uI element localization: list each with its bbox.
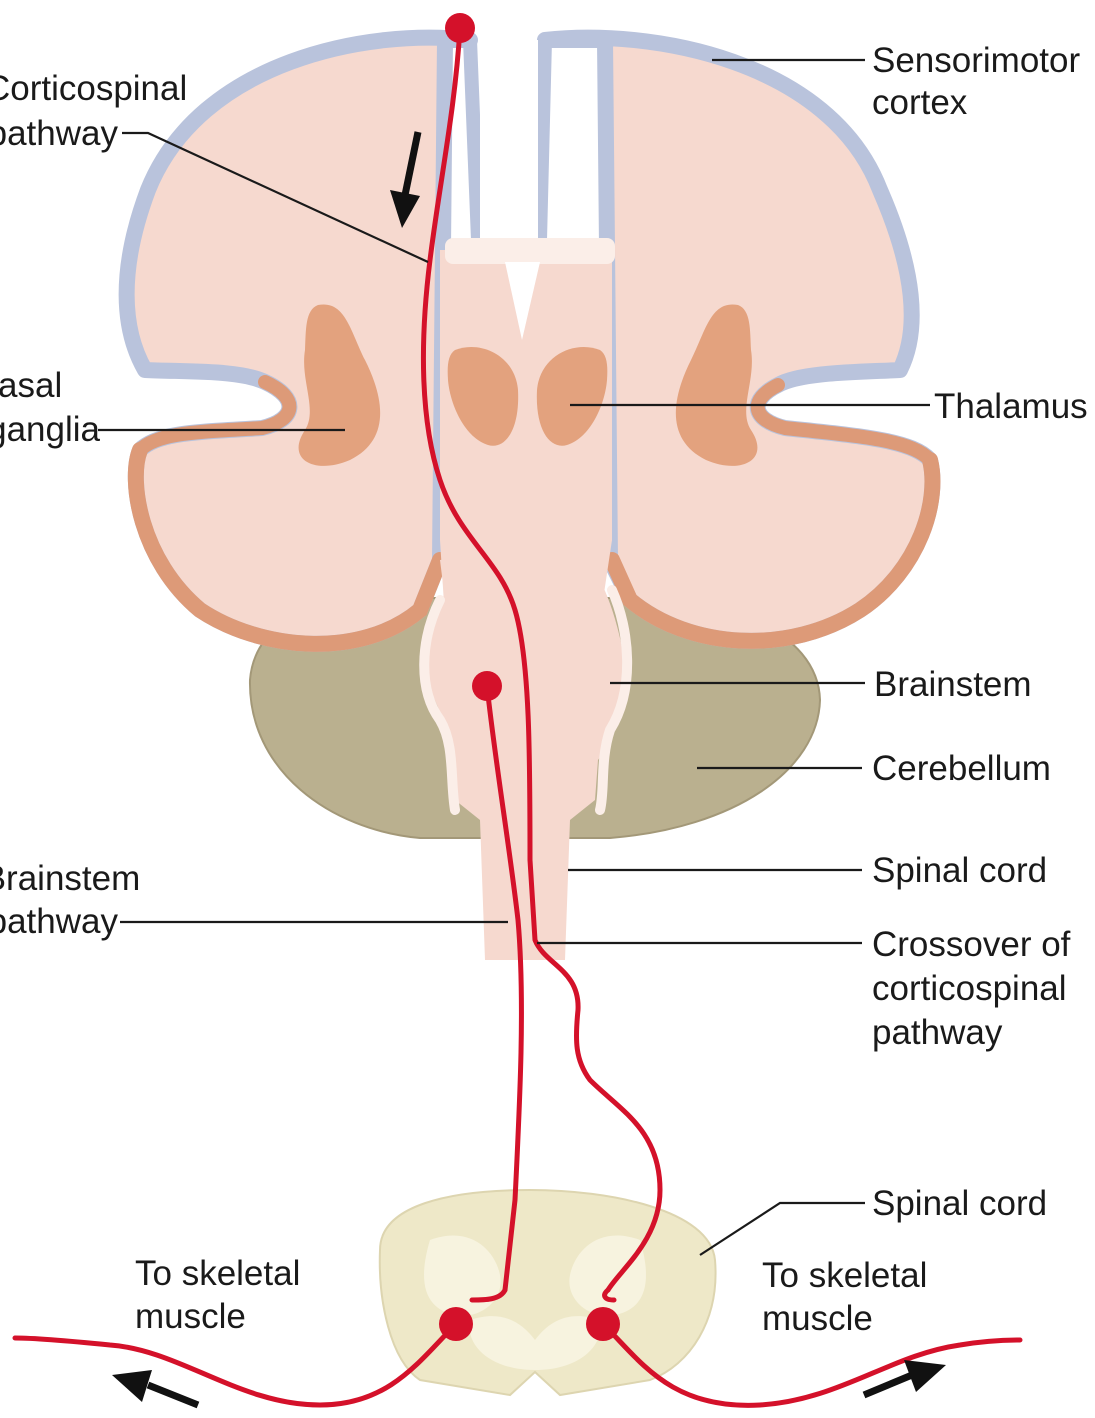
- brainstem-neuron-node: [472, 671, 502, 701]
- spinal-cord-section: [380, 1190, 716, 1395]
- cerebellum-label: Cerebellum: [872, 749, 1051, 788]
- left-arrow-icon: [112, 1370, 198, 1405]
- thalamus-label: Thalamus: [934, 387, 1088, 426]
- brainstem-shape: [423, 540, 627, 960]
- sensorimotor-cortex-label: Sensorimotor cortex: [872, 41, 1090, 122]
- right-arrow-icon: [864, 1360, 946, 1395]
- to-skeletal-muscle-left-label: To skeletal muscle: [135, 1254, 310, 1336]
- right-motor-neuron-node: [586, 1307, 620, 1341]
- cortex-neuron-node: [445, 13, 475, 43]
- left-motor-neuron-node: [439, 1307, 473, 1341]
- brainstem-pathway-label: Brainstem pathway: [0, 859, 150, 941]
- crossover-label: Crossover of corticospinal pathway: [872, 925, 1080, 1052]
- basal-ganglia-label: Basal ganglia: [0, 366, 101, 449]
- spinal-cord-section-label: Spinal cord: [872, 1184, 1047, 1223]
- brainstem-label: Brainstem: [874, 665, 1032, 704]
- to-skeletal-muscle-right-label: To skeletal muscle: [762, 1256, 937, 1338]
- left-motor-nerve-line: [15, 1324, 456, 1405]
- spinal-cord-label: Spinal cord: [872, 851, 1047, 890]
